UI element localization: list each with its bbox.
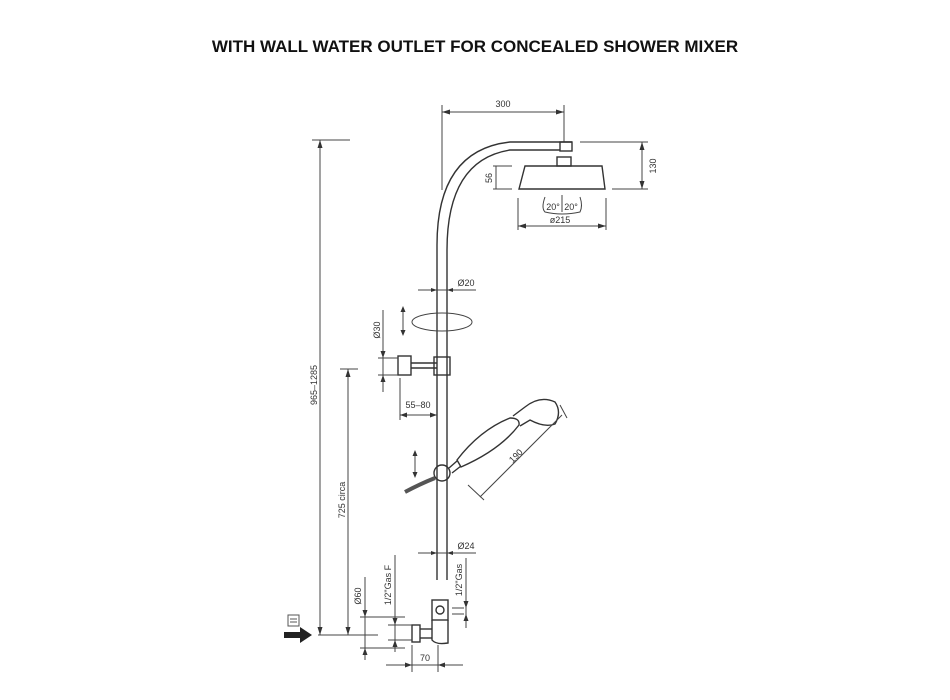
svg-text:1/2"Gas: 1/2"Gas (454, 563, 464, 596)
svg-text:70: 70 (420, 653, 430, 663)
svg-text:725 circa: 725 circa (337, 482, 347, 519)
dim-lower-pipe-diameter: Ø24 (418, 541, 476, 555)
svg-text:Ø30: Ø30 (372, 321, 382, 338)
dim-bracket-distance: 55–80 (399, 378, 437, 420)
dim-outlet-diameter: Ø60 (353, 577, 368, 660)
svg-text:130: 130 (648, 158, 658, 173)
dim-head-height: 130 (580, 141, 658, 190)
svg-text:55–80: 55–80 (405, 400, 430, 410)
svg-text:Ø20: Ø20 (457, 278, 474, 288)
hand-shower (404, 398, 560, 494)
dim-head-thickness: 56 (484, 165, 512, 190)
shower-column (436, 141, 606, 580)
dim-arm-reach: 300 (441, 99, 565, 190)
svg-text:Ø24: Ø24 (457, 541, 474, 551)
dim-head-diameter: 20° 20° ø215 (517, 195, 607, 230)
wall-bracket (397, 355, 451, 376)
dim-outlet-height: 725 circa (337, 368, 358, 635)
svg-text:1/2"Gas F: 1/2"Gas F (383, 564, 393, 605)
dim-total-height: 965–1285 (309, 139, 350, 635)
rotate-symbol (400, 306, 473, 336)
wall-symbol-icon (287, 614, 300, 627)
shower-head (518, 165, 606, 190)
water-inlet-arrow-icon (284, 627, 312, 643)
svg-text:ø215: ø215 (550, 215, 571, 225)
dim-pipe-diameter: Ø20 (418, 278, 476, 292)
svg-text:20°: 20° (546, 202, 560, 212)
svg-text:190: 190 (507, 447, 525, 465)
svg-text:300: 300 (495, 99, 510, 109)
svg-text:56: 56 (484, 173, 494, 183)
dim-bracket-diameter: Ø30 (372, 310, 398, 392)
wall-outlet (318, 599, 464, 649)
svg-text:Ø60: Ø60 (353, 587, 363, 604)
svg-text:965–1285: 965–1285 (309, 365, 319, 405)
svg-text:20°: 20° (564, 202, 578, 212)
dim-inlet-thread: 1/2"Gas F (383, 555, 398, 652)
dim-outlet-distance: 70 (386, 645, 463, 672)
dim-outlet-thread: 1/2"Gas (454, 558, 469, 628)
diagram-title: WITH WALL WATER OUTLET FOR CONCEALED SHO… (211, 37, 739, 56)
